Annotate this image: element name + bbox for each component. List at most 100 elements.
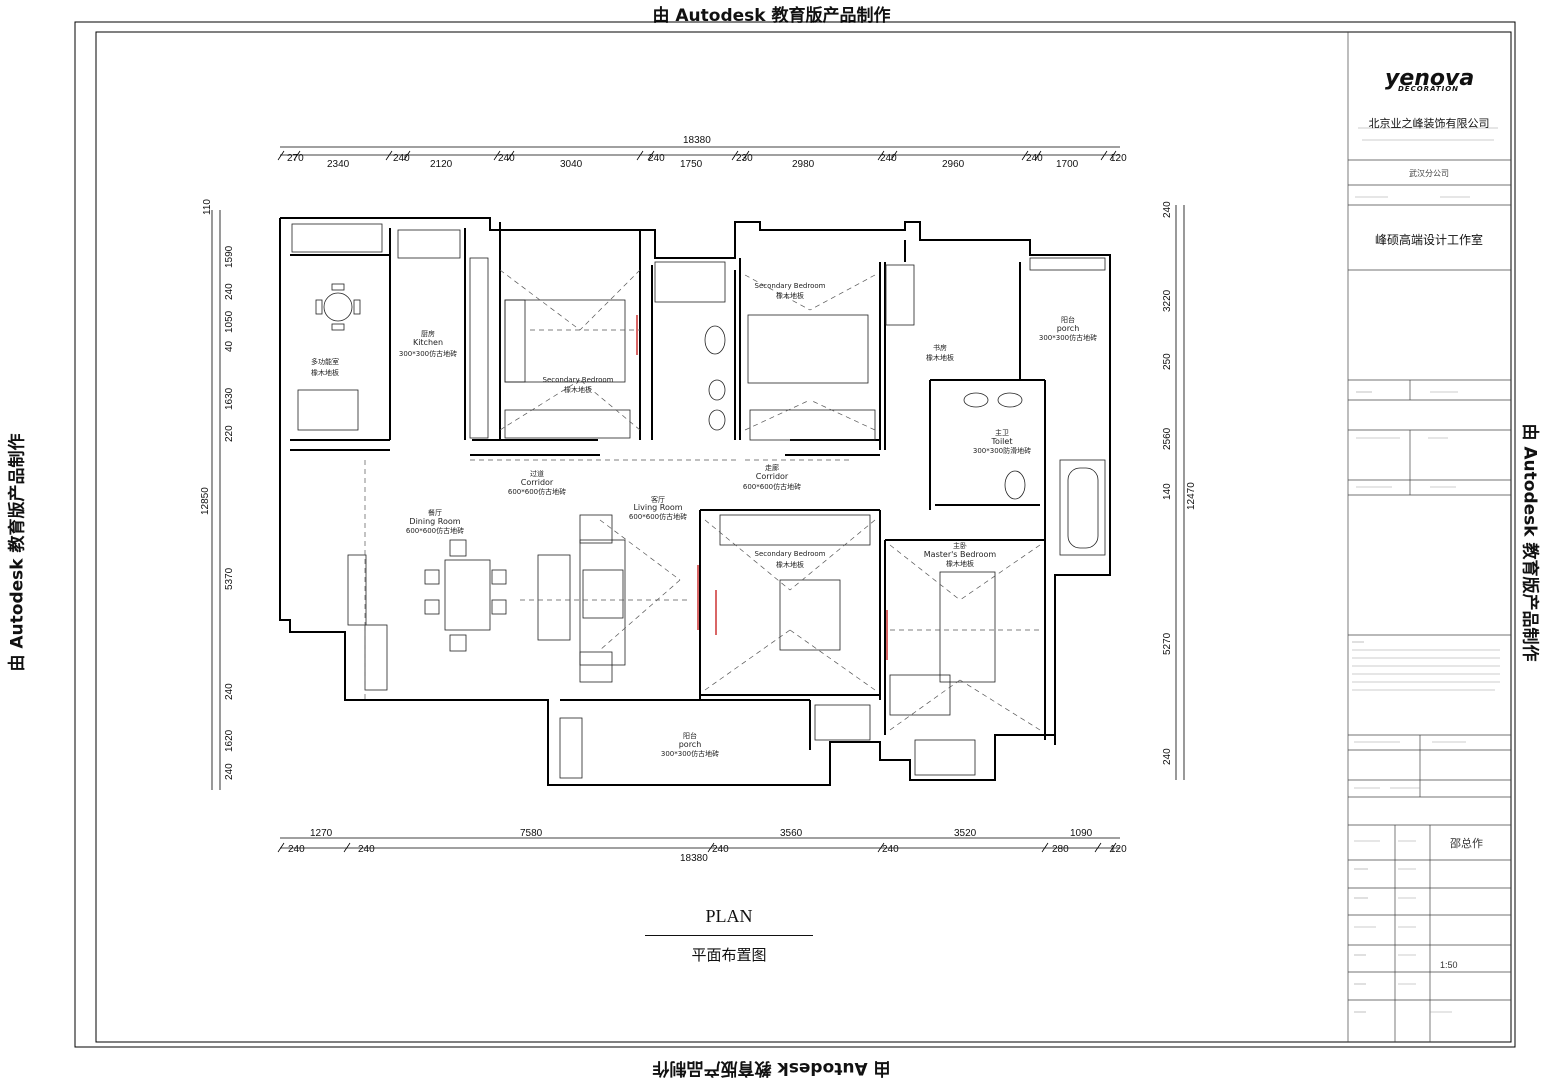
company-logo-sub: DECORATION	[1398, 85, 1459, 93]
svg-text:1700: 1700	[1056, 159, 1079, 170]
svg-text:7580: 7580	[520, 828, 543, 839]
svg-text:5370: 5370	[224, 567, 235, 590]
svg-text:Corridor: Corridor	[521, 478, 554, 487]
coffee-table	[583, 570, 623, 618]
svg-text:橡木地板: 橡木地板	[776, 560, 804, 569]
svg-text:280: 280	[1052, 844, 1069, 855]
svg-text:240: 240	[1026, 153, 1043, 164]
svg-text:Dining Room: Dining Room	[409, 517, 460, 526]
svg-text:240: 240	[712, 844, 729, 855]
piano	[365, 625, 387, 690]
living-rug	[580, 540, 625, 665]
bed-1	[505, 300, 625, 382]
svg-text:600*600仿古地砖: 600*600仿古地砖	[406, 526, 464, 535]
laundry	[560, 718, 582, 778]
inner-frame	[96, 32, 1511, 1042]
bathtub-small	[886, 265, 914, 325]
svg-text:120: 120	[1110, 153, 1127, 164]
studio-name: 峰硕高端设计工作室	[1348, 231, 1510, 248]
svg-text:270: 270	[287, 153, 304, 164]
toilet-2	[1005, 471, 1025, 499]
svg-text:Master's Bedroom: Master's Bedroom	[924, 550, 997, 559]
cabinet-run	[470, 258, 488, 438]
svg-text:600*600仿古地砖: 600*600仿古地砖	[629, 512, 687, 521]
svg-text:240: 240	[288, 844, 305, 855]
furniture	[292, 224, 1105, 778]
svg-text:230: 230	[736, 153, 753, 164]
svg-text:240: 240	[1162, 748, 1173, 765]
bed-2	[748, 315, 868, 383]
floor-plan-walls	[280, 218, 1110, 785]
bed-master	[940, 572, 995, 682]
room-label-corridor-2: 走廊	[765, 463, 779, 472]
balcony-chair	[915, 740, 975, 775]
svg-text:Secondary Bedroom: Secondary Bedroom	[755, 282, 826, 290]
dim-right-total: 12470	[1186, 482, 1197, 510]
svg-text:1050: 1050	[224, 310, 235, 333]
dining-table	[445, 560, 490, 630]
svg-text:Living Room: Living Room	[633, 503, 682, 512]
svg-text:40: 40	[224, 340, 235, 352]
svg-text:1750: 1750	[680, 159, 703, 170]
outer-frame	[75, 22, 1515, 1047]
svg-text:220: 220	[224, 425, 235, 442]
svg-text:300*300仿古地砖: 300*300仿古地砖	[399, 349, 457, 358]
svg-text:2980: 2980	[792, 159, 815, 170]
dim-left-total: 12850	[200, 487, 211, 515]
room-label-porch-2: 阳台	[683, 731, 697, 740]
svg-text:5270: 5270	[1162, 632, 1173, 655]
svg-text:橡木地板: 橡木地板	[564, 385, 592, 394]
wardrobe-3	[720, 515, 870, 545]
svg-text:300*300防滑地砖: 300*300防滑地砖	[973, 446, 1031, 455]
svg-text:250: 250	[1162, 353, 1173, 370]
svg-text:Kitchen: Kitchen	[413, 338, 443, 347]
plan-subtitle: 平面布置图	[645, 944, 813, 965]
svg-text:2560: 2560	[1162, 427, 1173, 450]
svg-text:240: 240	[498, 153, 515, 164]
svg-text:2340: 2340	[327, 159, 350, 170]
svg-text:240: 240	[882, 844, 899, 855]
basin-1	[964, 393, 988, 407]
counter-top	[292, 224, 382, 252]
bed-3	[780, 580, 840, 650]
dimension-texts-vertical: 110 1590 240 1050 40 1630 220 5370 240 1…	[200, 199, 1197, 780]
drawing-scale: 1:50	[1440, 960, 1458, 970]
svg-text:3040: 3040	[560, 159, 583, 170]
svg-text:240: 240	[880, 153, 897, 164]
wardrobe-2	[750, 410, 875, 440]
armchair-1	[580, 515, 612, 543]
svg-text:300*300仿古地砖: 300*300仿古地砖	[1039, 333, 1097, 342]
room-label-multi: 多功能室	[311, 357, 339, 366]
svg-text:橡木地板: 橡木地板	[946, 559, 974, 568]
svg-text:110: 110	[202, 199, 213, 215]
svg-text:240: 240	[224, 683, 235, 700]
room-label-corridor: 过道	[530, 469, 544, 478]
room-label-kitchen: 厨房	[421, 329, 435, 338]
room-label-toilet: 主卫	[995, 428, 1009, 437]
stair-window	[655, 262, 725, 302]
svg-text:porch: porch	[1057, 324, 1080, 333]
toilet-1	[705, 326, 725, 354]
svg-text:橡木地板: 橡木地板	[926, 353, 954, 362]
branch-name: 武汉分公司	[1348, 168, 1510, 179]
svg-text:600*600仿古地砖: 600*600仿古地砖	[508, 487, 566, 496]
svg-text:2960: 2960	[942, 159, 965, 170]
wardrobe-1	[505, 410, 630, 438]
svg-text:3520: 3520	[954, 828, 977, 839]
svg-text:240: 240	[224, 283, 235, 300]
room-label-porch-1: 阳台	[1061, 315, 1075, 324]
svg-text:240: 240	[224, 763, 235, 780]
svg-text:240: 240	[358, 844, 375, 855]
svg-text:Toilet: Toilet	[991, 437, 1013, 446]
svg-text:120: 120	[1110, 844, 1127, 855]
svg-text:300*300仿古地砖: 300*300仿古地砖	[661, 749, 719, 758]
svg-text:porch: porch	[679, 740, 702, 749]
svg-text:1630: 1630	[224, 387, 235, 410]
drafter-name: 邵总作	[1450, 835, 1483, 851]
porch-storage	[815, 705, 870, 740]
title-block	[1348, 32, 1511, 1042]
svg-text:1270: 1270	[310, 828, 333, 839]
sink-counter	[398, 230, 460, 258]
cabinet-left	[348, 555, 366, 625]
svg-text:橡木地板: 橡木地板	[311, 368, 339, 377]
